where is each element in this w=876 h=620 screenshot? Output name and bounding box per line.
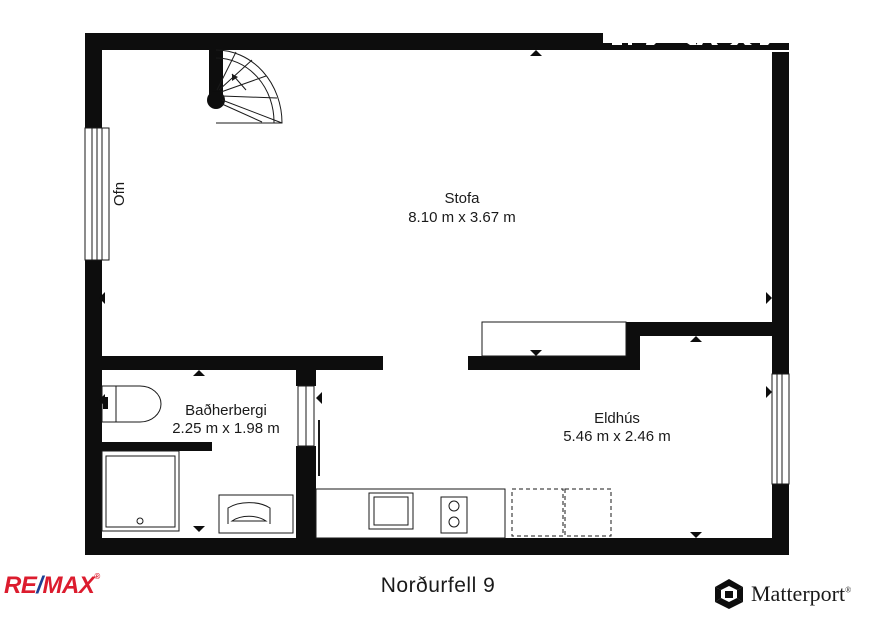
left-window: [84, 127, 110, 261]
room-bathroom-size: 2.25 m x 1.98 m: [172, 420, 280, 437]
toilet: [101, 385, 162, 423]
matterport-icon: [715, 579, 743, 609]
room-kitchen-size: 5.46 m x 2.46 m: [563, 428, 671, 445]
spiral-staircase: [207, 48, 283, 124]
shower: [101, 450, 180, 532]
bathroom-door: [297, 385, 320, 476]
room-stofa-name: Stofa: [444, 190, 480, 207]
room-stofa-size: 8.10 m x 3.67 m: [408, 209, 516, 226]
kitchen-counter: [315, 488, 612, 539]
wall-markers: [99, 50, 772, 538]
remax-logo: RE/MAX®: [4, 572, 100, 599]
matterport-logo: Matterport®: [713, 578, 851, 610]
right-window: [771, 373, 790, 485]
matterport-wordmark: Matterport: [751, 581, 846, 606]
stofa-counter: [481, 321, 627, 357]
room-bathroom-name: Baðherbergi: [185, 402, 267, 419]
heater-label: Ofn: [111, 182, 128, 206]
outer-walls: [85, 33, 789, 555]
bathroom-sink: [218, 494, 294, 534]
room-kitchen-name: Eldhús: [594, 410, 640, 427]
property-title: Norðurfell 9: [380, 574, 496, 597]
interior-walls: [85, 322, 786, 538]
watermark-fragment: [603, 30, 789, 52]
